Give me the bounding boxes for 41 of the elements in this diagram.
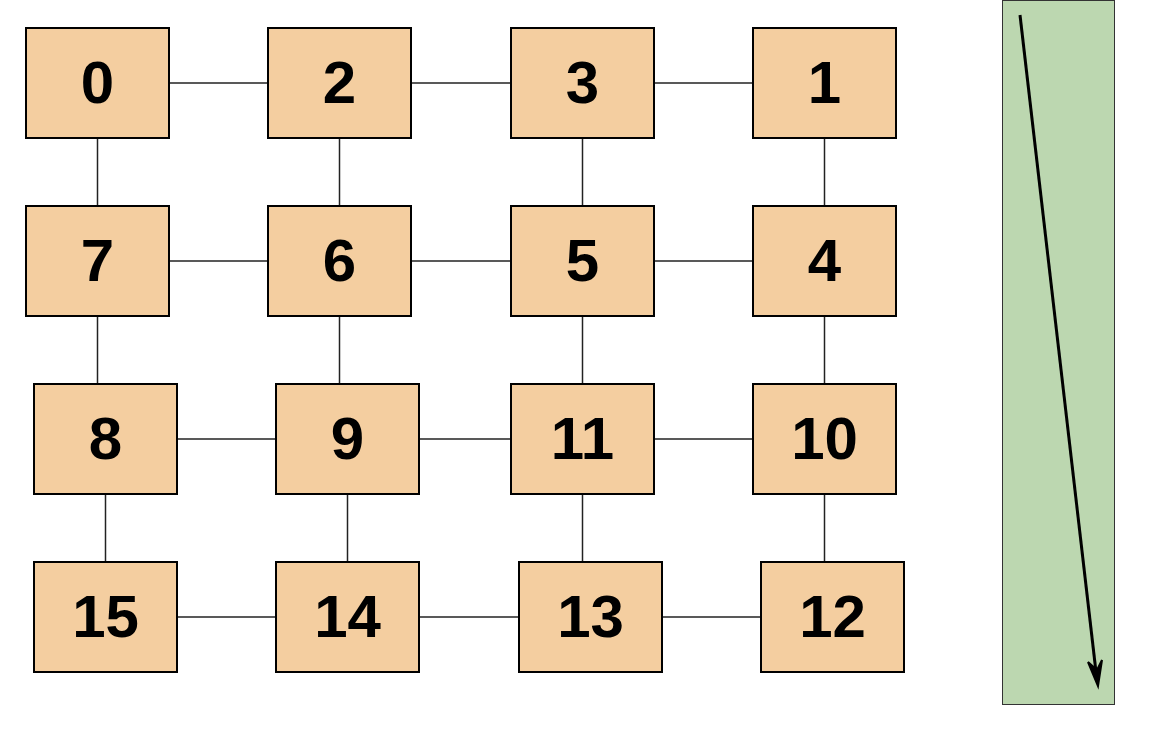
connector-line	[411, 82, 511, 84]
connector-line	[338, 316, 341, 384]
number-box: 3	[510, 27, 655, 139]
connector-line	[419, 616, 519, 618]
connector-line	[96, 316, 99, 384]
number-box: 12	[760, 561, 905, 673]
connector-line	[654, 438, 753, 440]
connector-line	[177, 616, 276, 618]
band	[1002, 0, 1115, 705]
number-box: 4	[752, 205, 897, 317]
number-box: 14	[275, 561, 420, 673]
number-box: 1	[752, 27, 897, 139]
connector-line	[169, 260, 268, 262]
connector-line	[581, 138, 584, 206]
connector-line	[823, 494, 826, 562]
connector-line	[823, 316, 826, 384]
number-box: 11	[510, 383, 655, 495]
number-box: 7	[25, 205, 170, 317]
connector-line	[662, 616, 761, 618]
connector-line	[654, 82, 753, 84]
number-box: 13	[518, 561, 663, 673]
connector-line	[581, 316, 584, 384]
number-box: 2	[267, 27, 412, 139]
connector-line	[419, 438, 511, 440]
connector-line	[169, 82, 268, 84]
connector-line	[96, 138, 99, 206]
connector-line	[823, 138, 826, 206]
connector-line	[654, 260, 753, 262]
connector-line	[104, 494, 107, 562]
number-box: 10	[752, 383, 897, 495]
number-box: 8	[33, 383, 178, 495]
number-box: 15	[33, 561, 178, 673]
number-box: 0	[25, 27, 170, 139]
connector-line	[338, 138, 341, 206]
connector-line	[346, 494, 349, 562]
connector-line	[411, 260, 511, 262]
connector-line	[177, 438, 276, 440]
number-box: 9	[275, 383, 420, 495]
number-box: 5	[510, 205, 655, 317]
number-box: 6	[267, 205, 412, 317]
connector-line	[581, 494, 584, 562]
